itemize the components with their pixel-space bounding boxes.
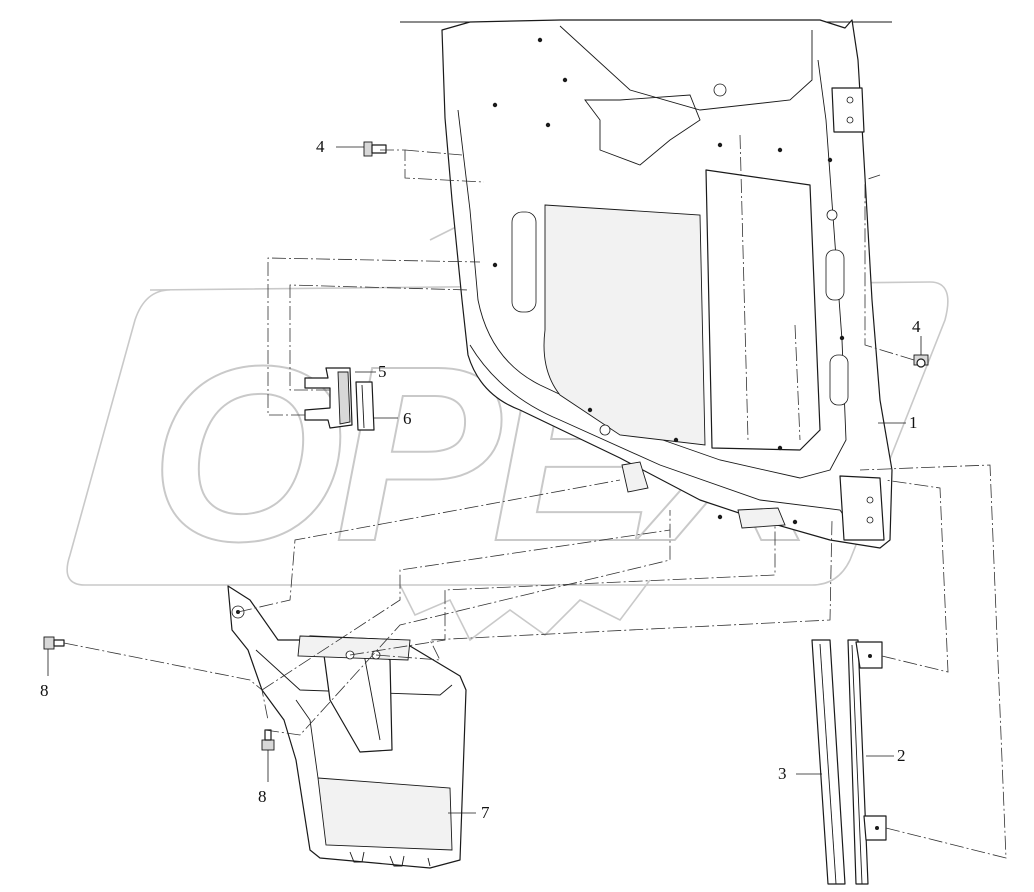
glass-run-channel [811,639,846,885]
hinge-bolt-hole [866,516,874,524]
door-sill-hole [621,461,649,493]
center-line-rail-lower [859,464,1007,859]
hinge-bolt-hole [846,116,854,124]
door-slot-upper [825,249,845,301]
mud-flap [227,585,467,869]
door-inner-slot [511,211,537,313]
screw-head [261,739,275,751]
door-window-opening [543,204,706,446]
rail-bolt-hole [875,826,879,830]
glass-run-strip [811,639,846,885]
center-line-mud-flap-a [237,479,621,613]
clip-insert [355,381,375,431]
door-hole [839,335,845,341]
center-line-door-inner-b [794,324,801,441]
bolt-upper-left [363,141,387,157]
hinge-bolt-hole [866,496,874,504]
door-hole [492,102,498,108]
callout-2: 2 [897,746,906,765]
bolt-shank [916,358,926,368]
door-hole [777,445,783,451]
screw-lower [261,729,275,751]
door-clip-bracket [304,367,375,431]
glass-run-inner-edge [819,643,837,885]
mud-flap-top-ledge [297,635,411,661]
door-hole [562,77,568,83]
callout-3: 3 [778,764,787,783]
door-frame [441,19,893,549]
rail-inner-edge [851,644,863,885]
window-guide-rail [847,639,887,885]
center-line-mud-flap-c [349,525,776,656]
door-hole [545,122,551,128]
callout-7: 7 [481,803,490,822]
screw-upper [43,636,65,650]
door-lower-sill [469,344,851,526]
door-hole [777,147,783,153]
door-hole [827,157,833,163]
screw-head [43,636,55,650]
door-hole [713,83,727,97]
door-hole [492,262,498,268]
center-line-screw-8 [63,642,269,721]
door-hole [587,407,593,413]
bolt-head [363,141,373,157]
door-frame-inner-edge [457,59,847,479]
center-line-rail-upper [881,479,949,673]
center-line-clip-lower [267,257,481,416]
center-line-mud-flap-b [261,529,671,691]
assembly-center-lines [63,134,1007,859]
callout-6: 6 [403,409,412,428]
center-line-bolt-4-upper [380,149,485,183]
door-slot-lower [829,354,849,406]
mud-flap-panel [317,777,453,851]
callout-4-right: 4 [912,317,921,336]
callout-5: 5 [378,362,387,381]
door-glass-panel [705,169,821,451]
center-line-door-inner [739,134,749,441]
door-hole [717,142,723,148]
callout-leaders [47,146,922,814]
mud-flap-side-edge [295,699,319,779]
center-line-mud-flap-e [264,510,671,736]
door-hole [792,519,798,525]
callout-8-lower: 8 [258,787,267,806]
mud-flap-bottom-teeth [349,851,431,867]
hinge-bolt-hole [846,96,854,104]
callout-1: 1 [909,413,918,432]
door-hole [599,424,611,436]
callout-8-upper: 8 [40,681,49,700]
door-top-reinforcement [559,25,813,111]
screw-shank [53,639,65,647]
callout-labels: 4 4 5 6 1 2 3 7 8 8 [40,137,921,822]
watermark-banner [66,281,949,586]
clip-insert-ridge [361,384,365,429]
rail-channel [847,639,869,885]
center-line-bolt-4-upper-b [404,149,463,156]
door-hole [826,209,838,221]
door-hinge-lower [839,475,885,541]
door-hole [537,37,543,43]
bolt-right [913,354,929,368]
screw-shank [264,729,272,741]
door-sill-pocket [737,507,786,529]
rail-bolt-hole [868,654,872,658]
door-lock-bracket [584,94,701,166]
bolt-shank [371,144,387,154]
callout-4-upper: 4 [316,137,325,156]
center-line-bolt-4-right [864,174,915,361]
clip-bracket-face [337,371,351,425]
door-hinge-upper [831,87,865,133]
door-hole [717,514,723,520]
center-line-clip-upper [289,284,471,391]
door-hole [673,437,679,443]
